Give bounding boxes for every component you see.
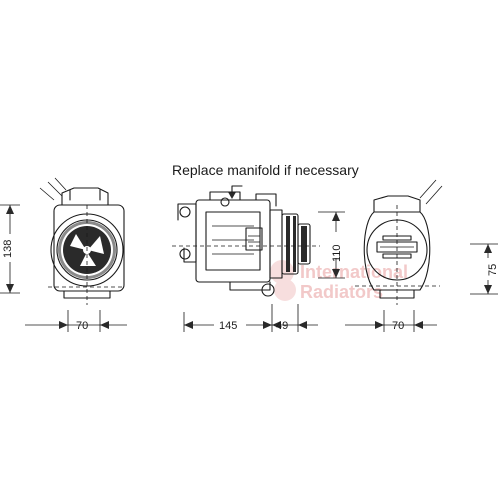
watermark-line1: International xyxy=(300,262,408,282)
side-height-label: 110 xyxy=(331,244,343,262)
note-leader-arrow xyxy=(228,185,243,199)
watermark-line2: Radiators xyxy=(300,282,383,302)
front-view: 138 70 xyxy=(0,177,127,332)
replace-manifold-note: Replace manifold if necessary xyxy=(172,162,359,178)
front-width-label: 70 xyxy=(76,320,88,332)
rear-view: 70 75 xyxy=(345,179,499,332)
front-height-label: 138 xyxy=(2,240,14,258)
rear-width-label: 70 xyxy=(392,320,404,332)
side-body-label: 145 xyxy=(219,320,237,332)
side-view: 110 145 49 xyxy=(172,191,345,332)
watermark-logo: International Radiators xyxy=(270,260,408,302)
rear-height-label: 75 xyxy=(487,264,499,276)
side-clutch-label: 49 xyxy=(276,320,288,332)
